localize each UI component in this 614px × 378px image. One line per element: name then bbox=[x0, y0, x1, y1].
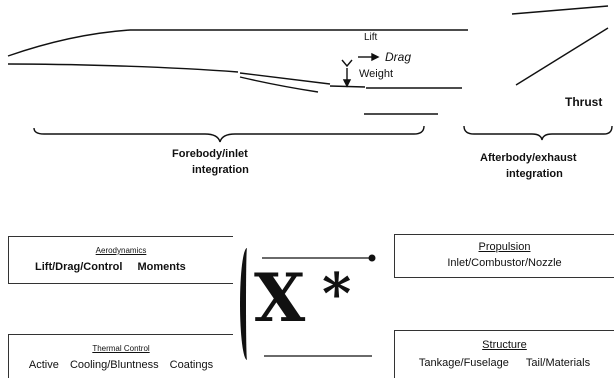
weight-arrowhead bbox=[342, 79, 352, 88]
afterbody-label-2: integration bbox=[506, 168, 563, 180]
aerodynamics-title: Aerodynamics bbox=[95, 246, 147, 255]
forebody-label: Forebody/inlet bbox=[172, 148, 248, 160]
drag-label: Drag bbox=[385, 50, 412, 64]
thermal-item-cooling: Cooling/Bluntness bbox=[69, 359, 159, 371]
tail-upper-line bbox=[511, 5, 609, 15]
thermal-box: Thermal Control Active Cooling/Bluntness… bbox=[8, 334, 233, 378]
thermal-item-coatings: Coatings bbox=[169, 359, 214, 371]
afterbody-brace bbox=[463, 125, 613, 141]
drag-arrowhead bbox=[371, 52, 380, 62]
thermal-items: Active Cooling/Bluntness Coatings bbox=[9, 359, 233, 371]
lift-tick bbox=[341, 59, 353, 68]
propulsion-box: Propulsion Inlet/Combustor/Nozzle bbox=[394, 234, 614, 278]
cowl-line bbox=[239, 76, 319, 93]
aerodynamics-box: Aerodynamics Lift/Drag/Control Moments bbox=[8, 236, 233, 284]
weight-label: Weight bbox=[359, 68, 394, 80]
symbol-left-paren bbox=[240, 248, 254, 360]
structure-item-tankage: Tankage/Fuselage bbox=[418, 357, 509, 369]
thermal-item-active: Active bbox=[28, 359, 59, 371]
forebody-brace bbox=[33, 125, 425, 143]
aerodynamics-items: Lift/Drag/Control Moments bbox=[35, 261, 233, 273]
forebody-lower-line bbox=[7, 63, 239, 73]
structure-items: Tankage/Fuselage Tail/Materials bbox=[395, 357, 614, 369]
inlet-ramp-line bbox=[239, 72, 331, 85]
structure-title: Structure bbox=[482, 339, 527, 351]
symbol-x: X bbox=[254, 259, 306, 337]
thrust-label: Thrust bbox=[565, 95, 603, 109]
structure-box: Structure Tankage/Fuselage Tail/Material… bbox=[394, 330, 614, 378]
structure-item-tail: Tail/Materials bbox=[525, 357, 591, 369]
symbol-dot bbox=[368, 254, 376, 262]
afterbody-label: Afterbody/exhaust bbox=[480, 152, 577, 164]
propulsion-title: Propulsion bbox=[478, 241, 531, 253]
forebody-label-2: integration bbox=[192, 164, 249, 176]
aerodynamics-items-text: Lift/Drag/Control bbox=[35, 261, 123, 273]
propulsion-items: Inlet/Combustor/Nozzle bbox=[447, 257, 562, 269]
symbol-star: * bbox=[322, 261, 352, 327]
nozzle-line bbox=[515, 27, 609, 86]
forebody-upper-line bbox=[7, 29, 131, 57]
lift-label: Lift bbox=[364, 32, 378, 43]
thermal-title: Thermal Control bbox=[92, 344, 150, 353]
aerodynamics-moments: Moments bbox=[137, 261, 186, 273]
